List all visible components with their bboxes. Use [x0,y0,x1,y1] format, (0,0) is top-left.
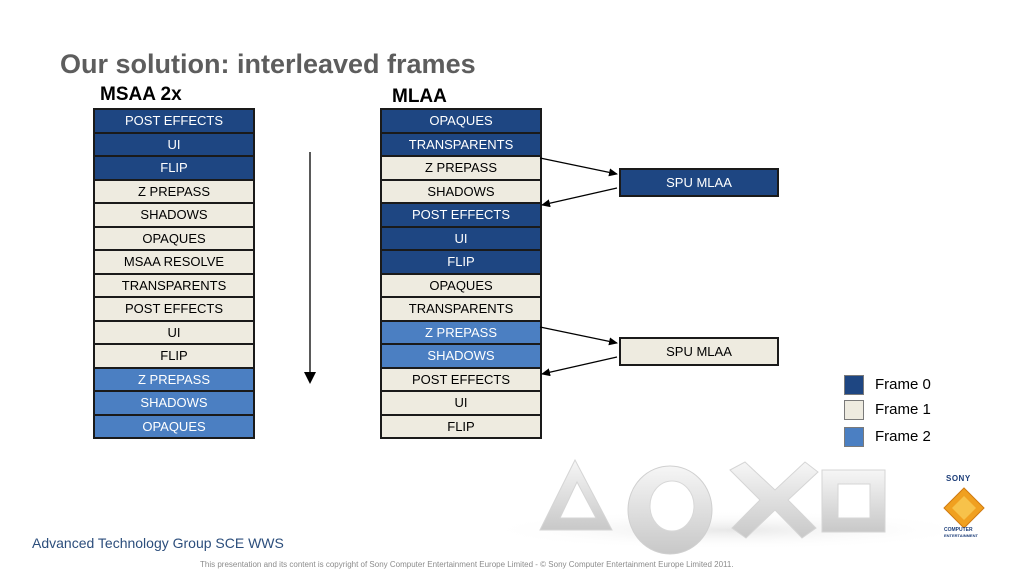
arrow-zprepass-to-spu1 [539,326,618,346]
mlaa-cell-flip: FLIP [382,251,540,273]
legend-label-frame0: Frame 0 [875,376,931,393]
msaa-cell-post-effects: POST EFFECTS [95,110,253,132]
mlaa-cell-z-prepass: Z PREPASS [382,157,540,179]
sony-logo-line1: COMPUTER [944,527,973,533]
mlaa-cell-shadows: SHADOWS [382,345,540,367]
mlaa-cell-shadows: SHADOWS [382,180,540,202]
msaa-cell-z-prepass: Z PREPASS [95,368,253,390]
msaa-heading: MSAA 2x [100,84,182,105]
time-arrow-head [304,372,316,384]
msaa-cell-transparents: TRANSPARENTS [95,274,253,296]
legend-label-frame2: Frame 2 [875,428,931,445]
legend-label-frame1: Frame 1 [875,401,931,418]
mlaa-cell-opaques: OPAQUES [382,274,540,296]
msaa-cell-shadows: SHADOWS [95,392,253,414]
msaa-cell-opaques: OPAQUES [95,227,253,249]
sony-logo-brand: SONY [946,474,971,483]
msaa-cell-flip: FLIP [95,345,253,367]
mlaa-cell-transparents: TRANSPARENTS [382,133,540,155]
mlaa-cell-ui: UI [382,227,540,249]
legend-swatch-frame2 [844,427,864,447]
sony-logo: SONY COMPUTER ENTERTAINMENT [940,474,990,544]
mlaa-cell-opaques: OPAQUES [382,110,540,132]
msaa-cell-post-effects: POST EFFECTS [95,298,253,320]
mlaa-heading: MLAA [392,86,447,107]
footer-text: Advanced Technology Group SCE WWS [32,535,284,551]
arrow-spu0-to-shadows [541,187,618,208]
msaa-cell-shadows: SHADOWS [95,204,253,226]
msaa-cell-ui: UI [95,321,253,343]
msaa-cell-flip: FLIP [95,157,253,179]
mlaa-cell-post-effects: POST EFFECTS [382,368,540,390]
mlaa-cell-flip: FLIP [382,415,540,437]
spu-mlaa-box-frame0: SPU MLAA [619,168,779,197]
legend-swatch-frame1 [844,400,864,420]
sony-diamond-icon [943,487,985,529]
slide-title: Our solution: interleaved frames [60,49,476,79]
msaa-cell-opaques: OPAQUES [95,415,253,437]
arrow-zprepass-to-spu0 [539,157,618,177]
arrow-spu1-to-shadows [541,356,618,377]
spu-mlaa-box-frame1: SPU MLAA [619,337,779,366]
mlaa-cell-ui: UI [382,392,540,414]
legend-swatch-frame0 [844,375,864,395]
msaa-cell-z-prepass: Z PREPASS [95,180,253,202]
msaa-cell-ui: UI [95,133,253,155]
copyright-text: This presentation and its content is cop… [200,560,734,569]
msaa-cell-msaa-resolve: MSAA RESOLVE [95,251,253,273]
sony-logo-line2: ENTERTAINMENT [944,533,978,538]
mlaa-cell-post-effects: POST EFFECTS [382,204,540,226]
mlaa-cell-z-prepass: Z PREPASS [382,321,540,343]
mlaa-cell-transparents: TRANSPARENTS [382,298,540,320]
